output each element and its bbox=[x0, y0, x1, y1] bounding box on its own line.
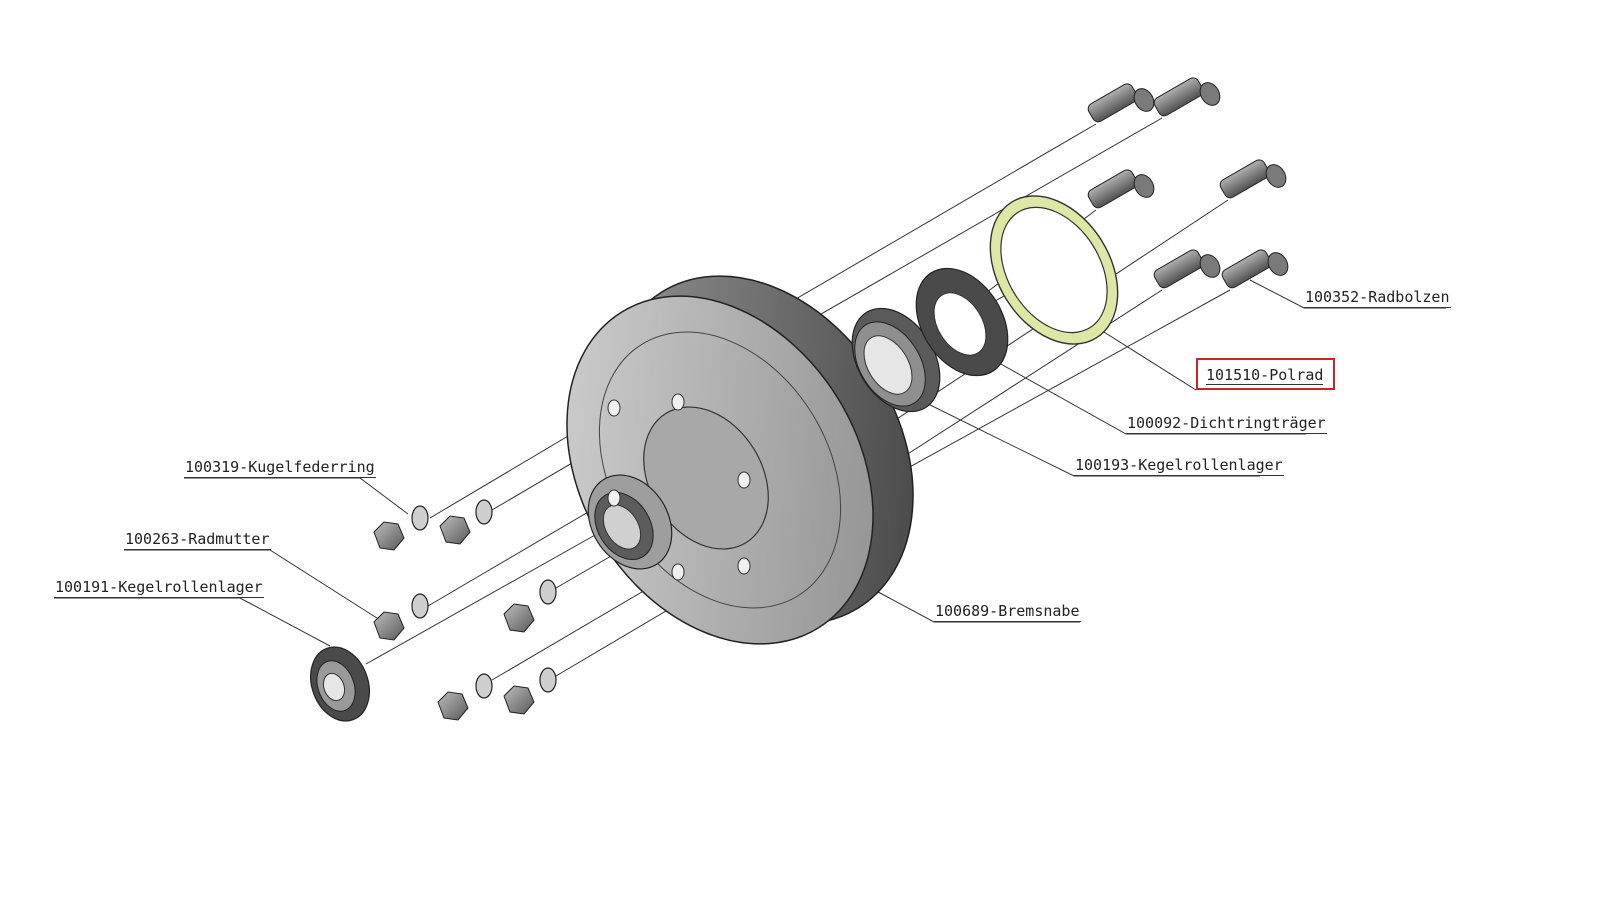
radbolzen-group bbox=[1087, 77, 1289, 289]
axis-line bbox=[867, 289, 1231, 491]
label-radbolzen: 100352-Radbolzen bbox=[1304, 288, 1451, 308]
kugelfederring-group bbox=[411, 499, 557, 699]
label-polrad: 101510-Polrad bbox=[1196, 358, 1336, 390]
kegelrollenlager-inner-part bbox=[851, 307, 941, 413]
radmutter-nut bbox=[373, 521, 405, 551]
leader-polrad bbox=[1087, 321, 1197, 391]
dichtringtraeger-part bbox=[915, 267, 1009, 377]
label-kegelrollenlager-inner: 100193-Kegelrollenlager bbox=[1074, 456, 1284, 476]
leader-kugelfederring bbox=[184, 477, 409, 515]
polrad-part bbox=[989, 195, 1119, 345]
leader-kegelrollenlager-inner bbox=[919, 399, 1260, 477]
kugelfederring-washer bbox=[539, 667, 557, 693]
radmutter-nut bbox=[373, 611, 405, 641]
label-polrad-text: 101510-Polrad bbox=[1206, 366, 1324, 385]
kugelfederring-washer bbox=[411, 593, 429, 619]
kugelfederring-washer bbox=[539, 579, 557, 605]
radmutter-nut bbox=[437, 691, 469, 721]
radmutter-nut bbox=[439, 515, 471, 545]
label-radmutter: 100263-Radmutter bbox=[124, 530, 271, 550]
axis-line bbox=[427, 497, 613, 607]
kugelfederring-washer bbox=[475, 499, 493, 525]
radmutter-nut bbox=[503, 603, 535, 633]
bremsnabe-drum bbox=[566, 275, 914, 645]
kugelfederring-washer bbox=[411, 505, 429, 531]
radbolzen-bolt bbox=[1087, 83, 1155, 123]
label-kugelfederring: 100319-Kugelfederring bbox=[184, 458, 376, 478]
radbolzen-bolt bbox=[1153, 77, 1221, 117]
kegelrollenlager-outer-part bbox=[310, 646, 370, 722]
leader-dichtringtraeger bbox=[989, 357, 1306, 435]
leader-kegelrollenlager-outer bbox=[54, 597, 331, 647]
leader-radbolzen bbox=[1249, 279, 1446, 309]
axis-line bbox=[365, 529, 605, 665]
label-kegelrollenlager-outer: 100191-Kegelrollenlager bbox=[54, 578, 264, 598]
radbolzen-bolt bbox=[1153, 249, 1221, 289]
radbolzen-bolt bbox=[1221, 249, 1289, 289]
radmutter-nut bbox=[503, 685, 535, 715]
label-bremsnabe: 100689-Bremsnabe bbox=[934, 602, 1081, 622]
kugelfederring-washer bbox=[475, 673, 493, 699]
label-dichtringtraeger: 100092-Dichtringträger bbox=[1126, 414, 1327, 434]
radbolzen-bolt bbox=[1219, 159, 1287, 199]
leader-radmutter bbox=[124, 549, 381, 621]
radbolzen-bolt bbox=[1087, 169, 1155, 209]
radmutter-group bbox=[373, 515, 535, 721]
